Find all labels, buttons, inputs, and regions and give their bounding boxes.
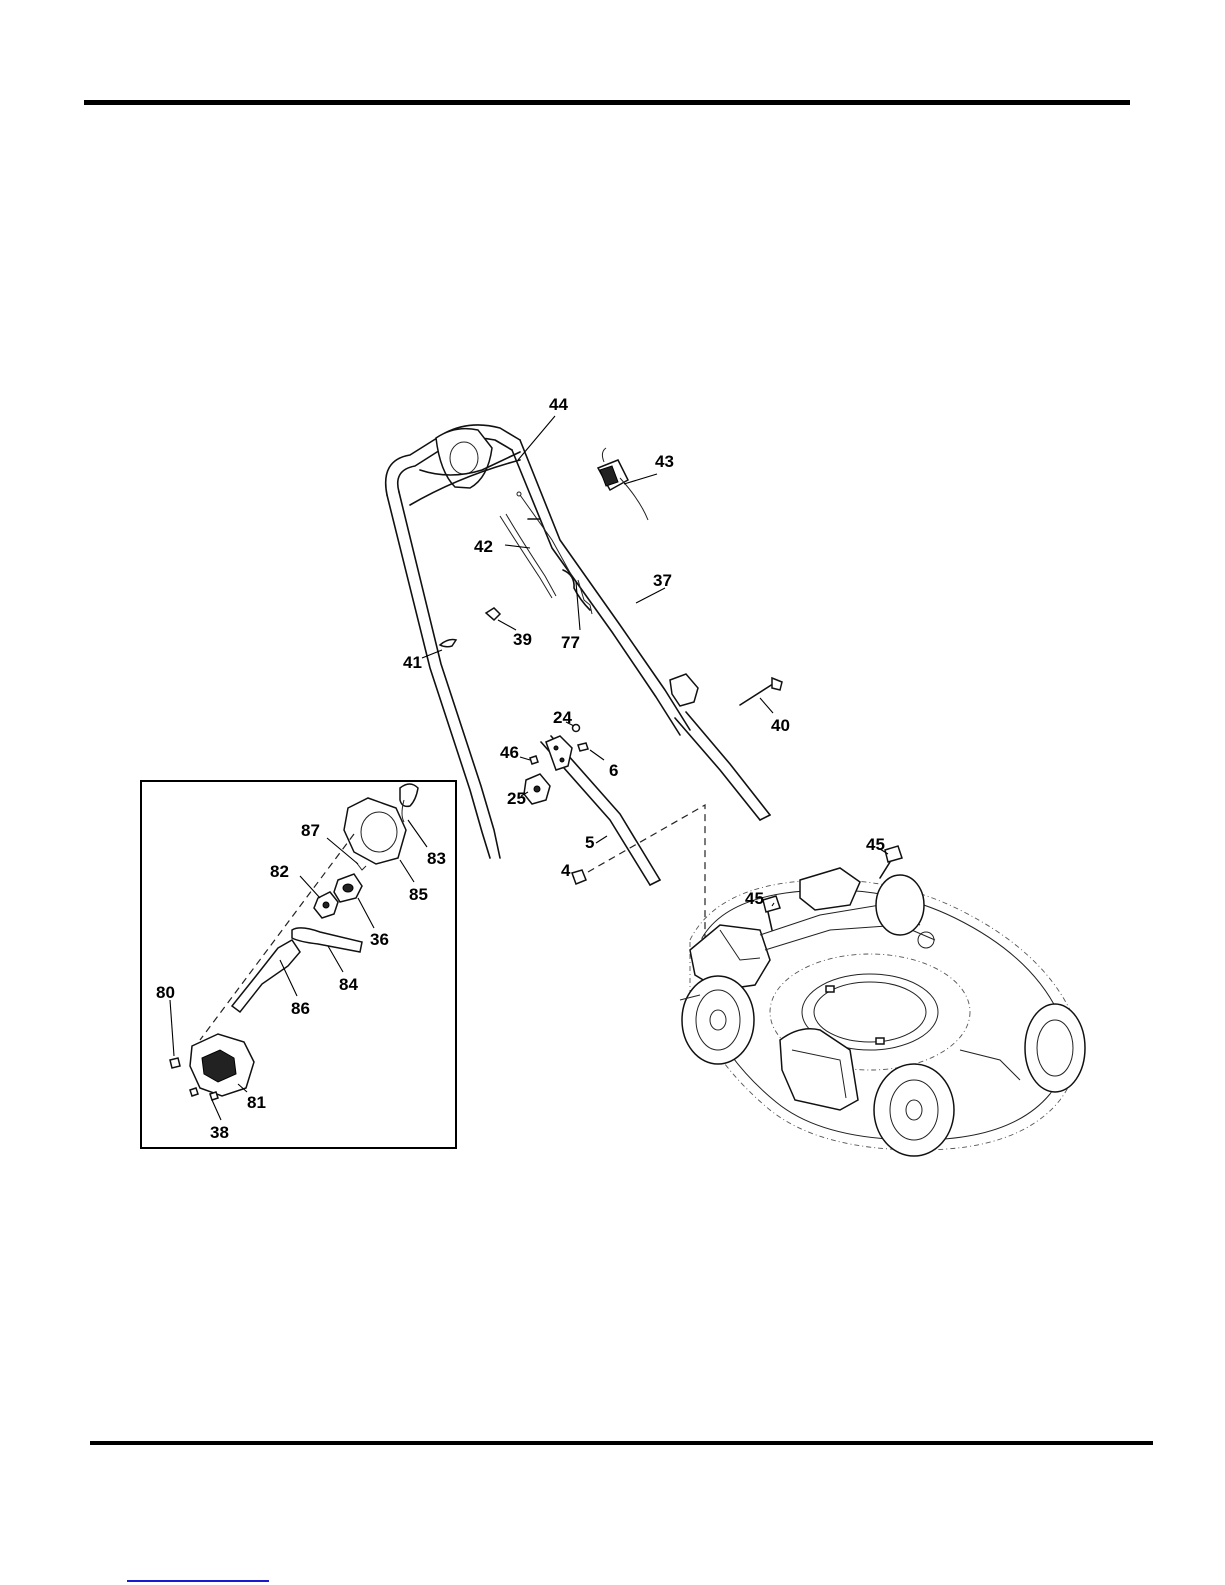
callout-41: 41 — [403, 653, 422, 672]
leader-lines — [170, 416, 888, 1120]
callout-83: 83 — [427, 849, 446, 868]
lower-handle — [541, 712, 770, 885]
callout-85: 85 — [409, 885, 428, 904]
callout-87: 87 — [301, 821, 320, 840]
callout-81: 81 — [247, 1093, 266, 1112]
callout-labels: 44 43 42 77 37 39 41 40 24 46 6 25 5 4 4… — [156, 395, 885, 1142]
mower-deck — [680, 846, 1085, 1156]
footer-rule — [90, 1441, 1153, 1445]
callout-45-right: 45 — [866, 835, 885, 854]
callout-40: 40 — [771, 716, 790, 735]
callout-86: 86 — [291, 999, 310, 1018]
callout-42: 42 — [474, 537, 493, 556]
callout-24: 24 — [553, 708, 572, 727]
callout-36: 36 — [370, 930, 389, 949]
inset-frame — [141, 781, 456, 1148]
footer-link-underline[interactable] — [127, 1580, 269, 1582]
handle-hardware — [440, 608, 782, 884]
callout-25: 25 — [507, 789, 526, 808]
callout-77: 77 — [561, 633, 580, 652]
callout-82: 82 — [270, 862, 289, 881]
callout-80: 80 — [156, 983, 175, 1002]
callout-46: 46 — [500, 743, 519, 762]
callout-44: 44 — [549, 395, 568, 414]
callout-43: 43 — [655, 452, 674, 471]
callout-4: 4 — [561, 861, 571, 880]
callout-5: 5 — [585, 833, 594, 852]
callout-84: 84 — [339, 975, 358, 994]
callout-37: 37 — [653, 571, 672, 590]
callout-38: 38 — [210, 1123, 229, 1142]
cable-42-77 — [500, 492, 592, 614]
callout-45-left: 45 — [745, 889, 764, 908]
callout-6: 6 — [609, 761, 618, 780]
switch-box-43 — [598, 448, 648, 520]
callout-39: 39 — [513, 630, 532, 649]
control-bail — [410, 429, 520, 505]
